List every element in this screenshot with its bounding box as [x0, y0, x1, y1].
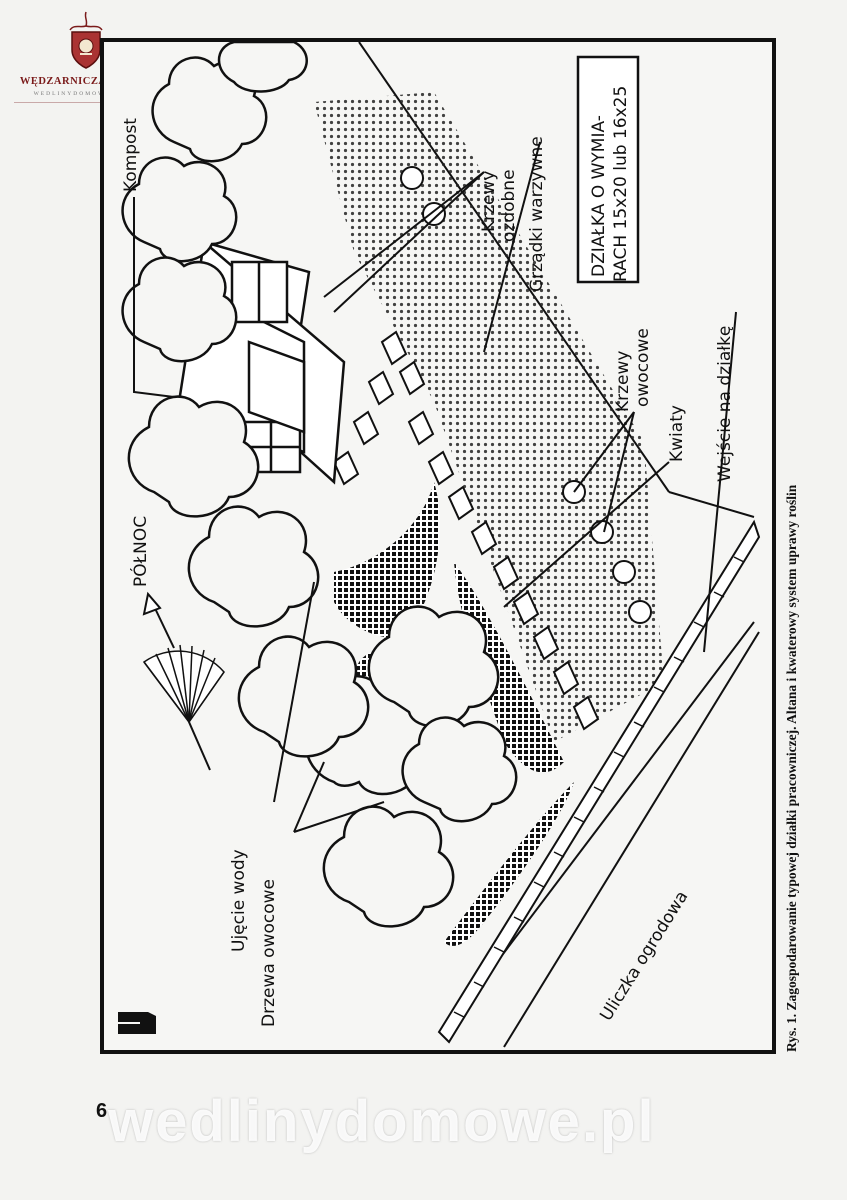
- label-krzewy-owocowe-2: owocowe: [633, 328, 653, 407]
- logo-name: WĘDZARNICZABRAĆ: [19, 76, 139, 87]
- label-wejscie: Wejście na działkę: [715, 326, 735, 482]
- plot-size-box: DZIAŁKA O WYMIA- RACH 15x20 lub 16x25: [576, 55, 640, 284]
- logo-subtitle: WEDLINYDOMOWE.PL: [33, 91, 125, 97]
- logo-divider: [14, 102, 164, 103]
- site-logo[interactable]: WĘDZARNICZABRAĆ WEDLINYDOMOWE.PL: [14, 10, 164, 103]
- figure-number: 1: [118, 1012, 156, 1034]
- paving-path: [332, 330, 600, 731]
- garden-plot-illustration: Kompost Krzewy ozdobne Grządki warzywne …: [121, 42, 761, 1048]
- label-grzadki: Grządki warzywne: [527, 136, 547, 292]
- ornamental-shrubs: [400, 166, 652, 624]
- label-krzewy-ozdobne-2: ozdobne: [499, 169, 519, 242]
- label-krzewy-ozdobne-1: Krzewy: [479, 171, 499, 232]
- label-krzewy-owocowe-1: Krzewy: [613, 351, 633, 412]
- watermark: wedlinydomowe.pl: [108, 1089, 656, 1154]
- label-polnoc: PÓŁNOC: [129, 516, 151, 587]
- label-dzialka-2: RACH 15x20 lub 16x25: [611, 86, 631, 282]
- vegetable-beds: [314, 92, 664, 742]
- label-uliczka: Uliczka ogrodowa: [596, 887, 692, 1024]
- leader-lines: [133, 141, 737, 833]
- north-compass-icon: [142, 591, 225, 771]
- shield-crest-icon: [69, 11, 103, 69]
- label-dzialka-1: DZIAŁKA O WYMIA-: [589, 115, 609, 277]
- label-drzewa: Drzewa owocowe: [259, 879, 279, 1027]
- label-ujecie: Ujęcie wody: [229, 849, 249, 952]
- label-kwiaty: Kwiaty: [667, 405, 687, 462]
- label-kompost: Kompost: [121, 118, 141, 192]
- fruit-trees: [121, 42, 518, 928]
- page-number: 6: [96, 1100, 108, 1122]
- fence: [437, 519, 761, 1048]
- figure-caption: Rys. 1. Zagospodarowanie typowej działki…: [784, 484, 799, 1052]
